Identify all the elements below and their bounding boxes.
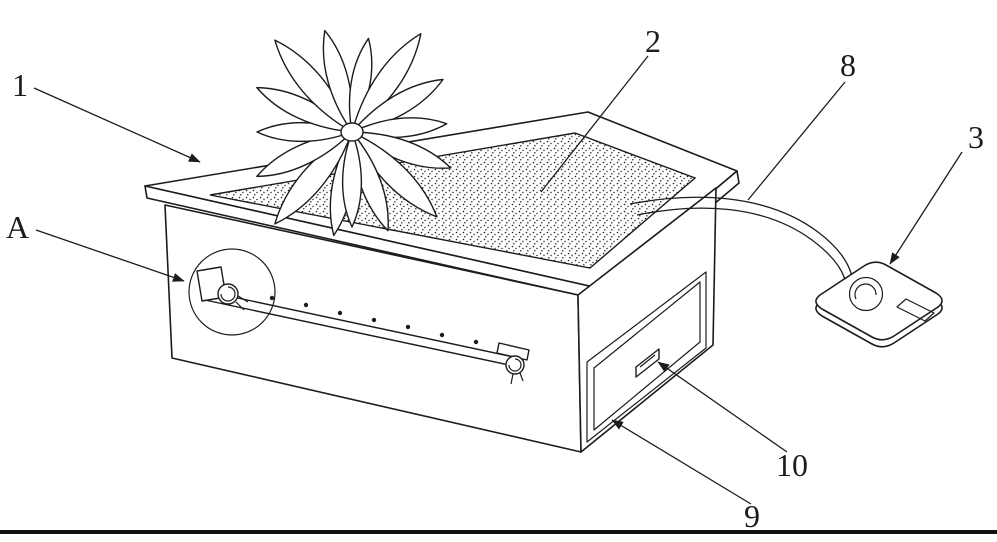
leader-part-8	[747, 81, 846, 201]
valve-right	[496, 342, 530, 385]
leader-part-3	[889, 151, 963, 265]
leader-part-10	[657, 361, 788, 453]
leader-part-1	[33, 87, 201, 163]
leader-part-2	[540, 55, 649, 193]
label-part-8: 8	[840, 47, 856, 83]
label-detail-a: A	[6, 209, 29, 245]
tube-1	[629, 196, 854, 285]
bottom-rule	[0, 530, 997, 534]
label-part-2: 2	[645, 23, 661, 59]
plant-center	[340, 122, 364, 142]
device-body	[815, 261, 943, 341]
drawer-panel	[593, 281, 701, 431]
label-part-10: 10	[776, 447, 808, 483]
valve-right-bracket	[496, 342, 530, 361]
valve-left	[196, 266, 249, 311]
leader-detail-a	[35, 229, 185, 282]
reference-labels: 1 2 8 3 A 10 9	[6, 23, 984, 534]
leader-part-9	[611, 419, 752, 505]
device-dial	[848, 276, 884, 312]
drawer-slot	[586, 271, 707, 443]
tube-2	[636, 207, 848, 291]
soil-surface	[209, 132, 697, 269]
plant	[256, 29, 452, 237]
drawer	[586, 271, 707, 443]
device-display	[896, 298, 935, 322]
leader-lines	[33, 55, 963, 505]
label-part-3: 3	[968, 119, 984, 155]
controller-device	[815, 261, 943, 348]
detail-circle-a	[188, 248, 276, 336]
label-part-1: 1	[12, 67, 28, 103]
box-right-face	[577, 187, 717, 453]
label-part-9: 9	[744, 498, 760, 534]
